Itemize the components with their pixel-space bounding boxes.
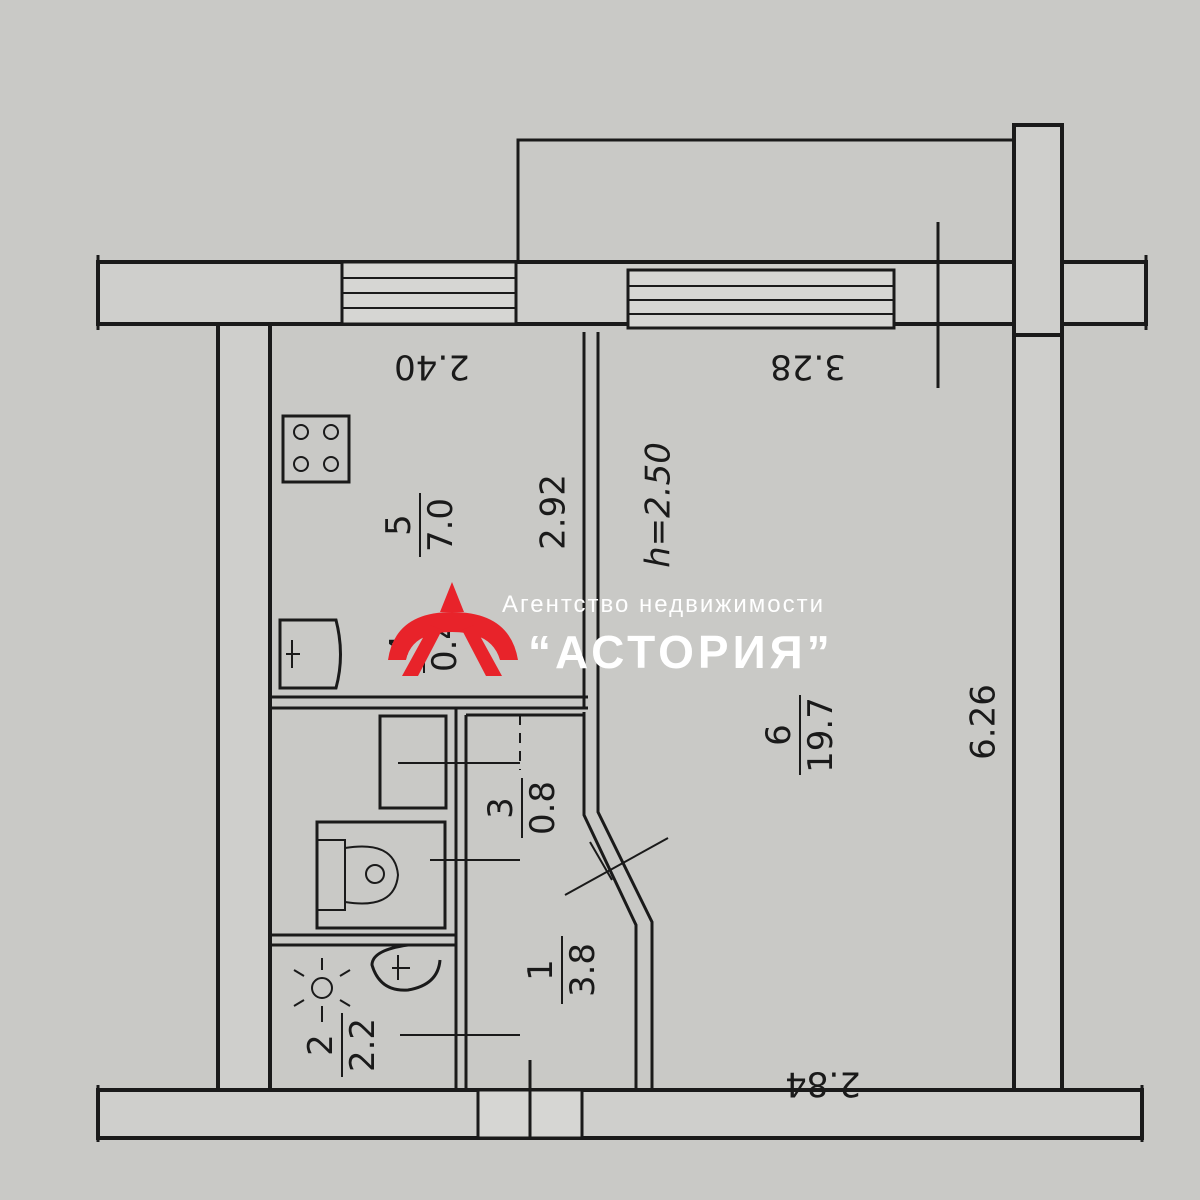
light-icon bbox=[293, 958, 351, 1022]
dim-kitchen-top: 2.40 bbox=[394, 347, 470, 387]
washer-icon bbox=[378, 714, 448, 810]
watermark-line1: Агентство недвижимости bbox=[502, 591, 825, 618]
svg-text:2.2: 2.2 bbox=[343, 1018, 383, 1072]
room-3-label: 3 0.8 bbox=[481, 778, 563, 838]
svg-text:3.8: 3.8 bbox=[563, 943, 603, 997]
washbasin-icon bbox=[370, 943, 442, 992]
svg-text:7.0: 7.0 bbox=[421, 498, 461, 552]
dim-kitchen-side: 2.92 bbox=[534, 474, 574, 550]
window-room bbox=[626, 268, 896, 330]
right-top-pier bbox=[1012, 123, 1064, 337]
left-wall bbox=[216, 322, 272, 1096]
room-5-label: 5 7.0 bbox=[379, 493, 461, 557]
top-wall bbox=[96, 260, 1148, 326]
svg-text:5: 5 bbox=[379, 514, 419, 536]
room-2-label: 2 2.2 bbox=[301, 1013, 383, 1077]
astoria-logo bbox=[388, 582, 518, 676]
room-6-label: 6 19.7 bbox=[759, 695, 841, 775]
svg-text:0.8: 0.8 bbox=[523, 781, 563, 835]
room-door-swing bbox=[564, 837, 669, 896]
svg-text:6: 6 bbox=[759, 724, 799, 746]
svg-text:19.7: 19.7 bbox=[801, 697, 841, 773]
toilet-icon bbox=[315, 820, 447, 930]
svg-text:1: 1 bbox=[521, 959, 561, 981]
room-1-label: 1 3.8 bbox=[521, 936, 603, 1004]
dim-room-side: 6.26 bbox=[964, 684, 1004, 760]
ceiling-height: h=2.50 bbox=[639, 442, 679, 568]
bottom-wall bbox=[96, 1088, 1144, 1140]
stove-icon bbox=[281, 414, 351, 484]
sink-icon bbox=[278, 618, 342, 690]
watermark-line2: “АСТОРИЯ” bbox=[528, 626, 834, 678]
right-wall bbox=[1012, 333, 1064, 1107]
partition-lower bbox=[582, 712, 638, 1090]
dim-room-bottom: 2.84 bbox=[785, 1064, 861, 1104]
window-kitchen bbox=[340, 260, 518, 326]
balcony-outline bbox=[516, 138, 1020, 262]
svg-text:3: 3 bbox=[481, 797, 521, 819]
dim-room-top: 3.28 bbox=[770, 347, 846, 387]
svg-text:2: 2 bbox=[301, 1034, 341, 1056]
